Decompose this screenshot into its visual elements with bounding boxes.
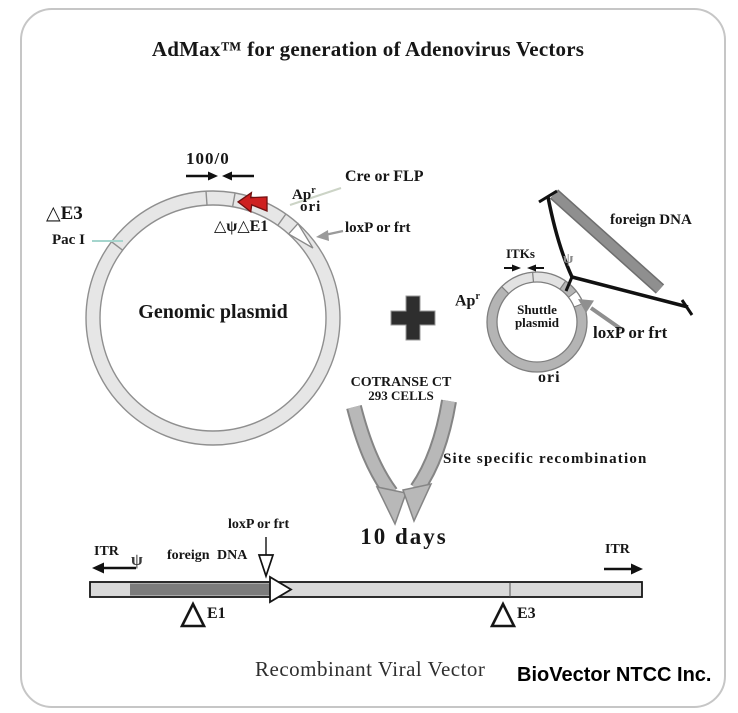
deletion-triangle-e3 [489, 601, 517, 628]
page-border [20, 8, 726, 708]
foreign-dna-label: foreign DNA [610, 212, 692, 228]
ring-tick [231, 192, 236, 207]
itr-right-arrow [604, 563, 643, 575]
recombinase-label: Cre or FLP [345, 168, 424, 185]
genomic-loxp-pointer-arrow [316, 229, 344, 241]
genomic-e3-deletion-label: △E3 [46, 203, 83, 224]
foreign-dna-fragment [549, 189, 665, 294]
duration-label: 10 days [360, 524, 448, 549]
shuttle-plasmid-name: Shuttle plasmid [514, 302, 560, 330]
ring-tick [277, 213, 287, 226]
cotransfect-label: COTRANSE CT 293 CELLS [350, 375, 452, 403]
genomic-loxp-triangle [287, 222, 314, 249]
vector-foreign-dna-segment [130, 583, 270, 596]
vector-caption: Recombinant Viral Vector [255, 657, 486, 681]
vector-loxp-label: loxP or frt [228, 517, 290, 532]
page-title: AdMax™ for generation of Adenovirus Vect… [151, 37, 585, 61]
shuttle-loxp-pointer-arrow [578, 299, 623, 331]
cre-pointer-line [289, 187, 342, 206]
recombinase-site-arrow [236, 191, 268, 213]
deletion-triangle-e1 [179, 601, 207, 628]
vector-itr-right-label: ITR [605, 542, 630, 557]
company-logo-text: BioVector NTCC Inc. [517, 664, 712, 686]
vector-e1-label: E1 [207, 605, 226, 622]
shuttle-ap-label: Apr [455, 291, 480, 310]
shuttle-loxp-label: loxP or frt [593, 323, 668, 342]
shuttle-plasmid-ring [486, 271, 588, 373]
genomic-ap-label: Apr [292, 185, 316, 203]
vector-psi-label: ψ [131, 550, 143, 569]
itks-label: ITKs [506, 246, 535, 261]
genomic-plasmid-name: Genomic plasmid [138, 301, 288, 323]
insertion-bracket [538, 189, 694, 316]
ring-tick-paci [111, 241, 124, 251]
genomic-ori-label: ori [300, 199, 322, 215]
cotransfection-arrow-left [346, 405, 407, 526]
genomic-map-position-label: 100/0 [186, 149, 230, 168]
cotransfection-arrow-right [402, 399, 457, 523]
vector-itr-left-label: ITR [94, 544, 119, 559]
genomic-plasmid-ring [85, 190, 341, 446]
itks-arrows [504, 264, 544, 272]
loxp-down-pointer [257, 537, 275, 579]
map-position-arrows [186, 171, 254, 181]
genomic-deletions-label: △ψ△E1 [214, 218, 269, 235]
vector-e3-label: E3 [517, 605, 536, 622]
shuttle-ori-label: ori [538, 369, 561, 386]
itr-left-arrow [92, 562, 136, 574]
recombination-label: Site specific recombination [443, 451, 648, 467]
plus-icon [390, 295, 436, 341]
ring-tick-top [205, 190, 208, 206]
shuttle-psi-label: ψ [563, 251, 574, 267]
paci-site-label: Pac I [52, 232, 85, 248]
vector-loxp-triangle [269, 575, 293, 604]
genomic-loxp-label: loxP or frt [345, 220, 411, 236]
vector-bar [89, 575, 643, 604]
vector-foreign-dna-label: foreign DNA [167, 548, 248, 563]
